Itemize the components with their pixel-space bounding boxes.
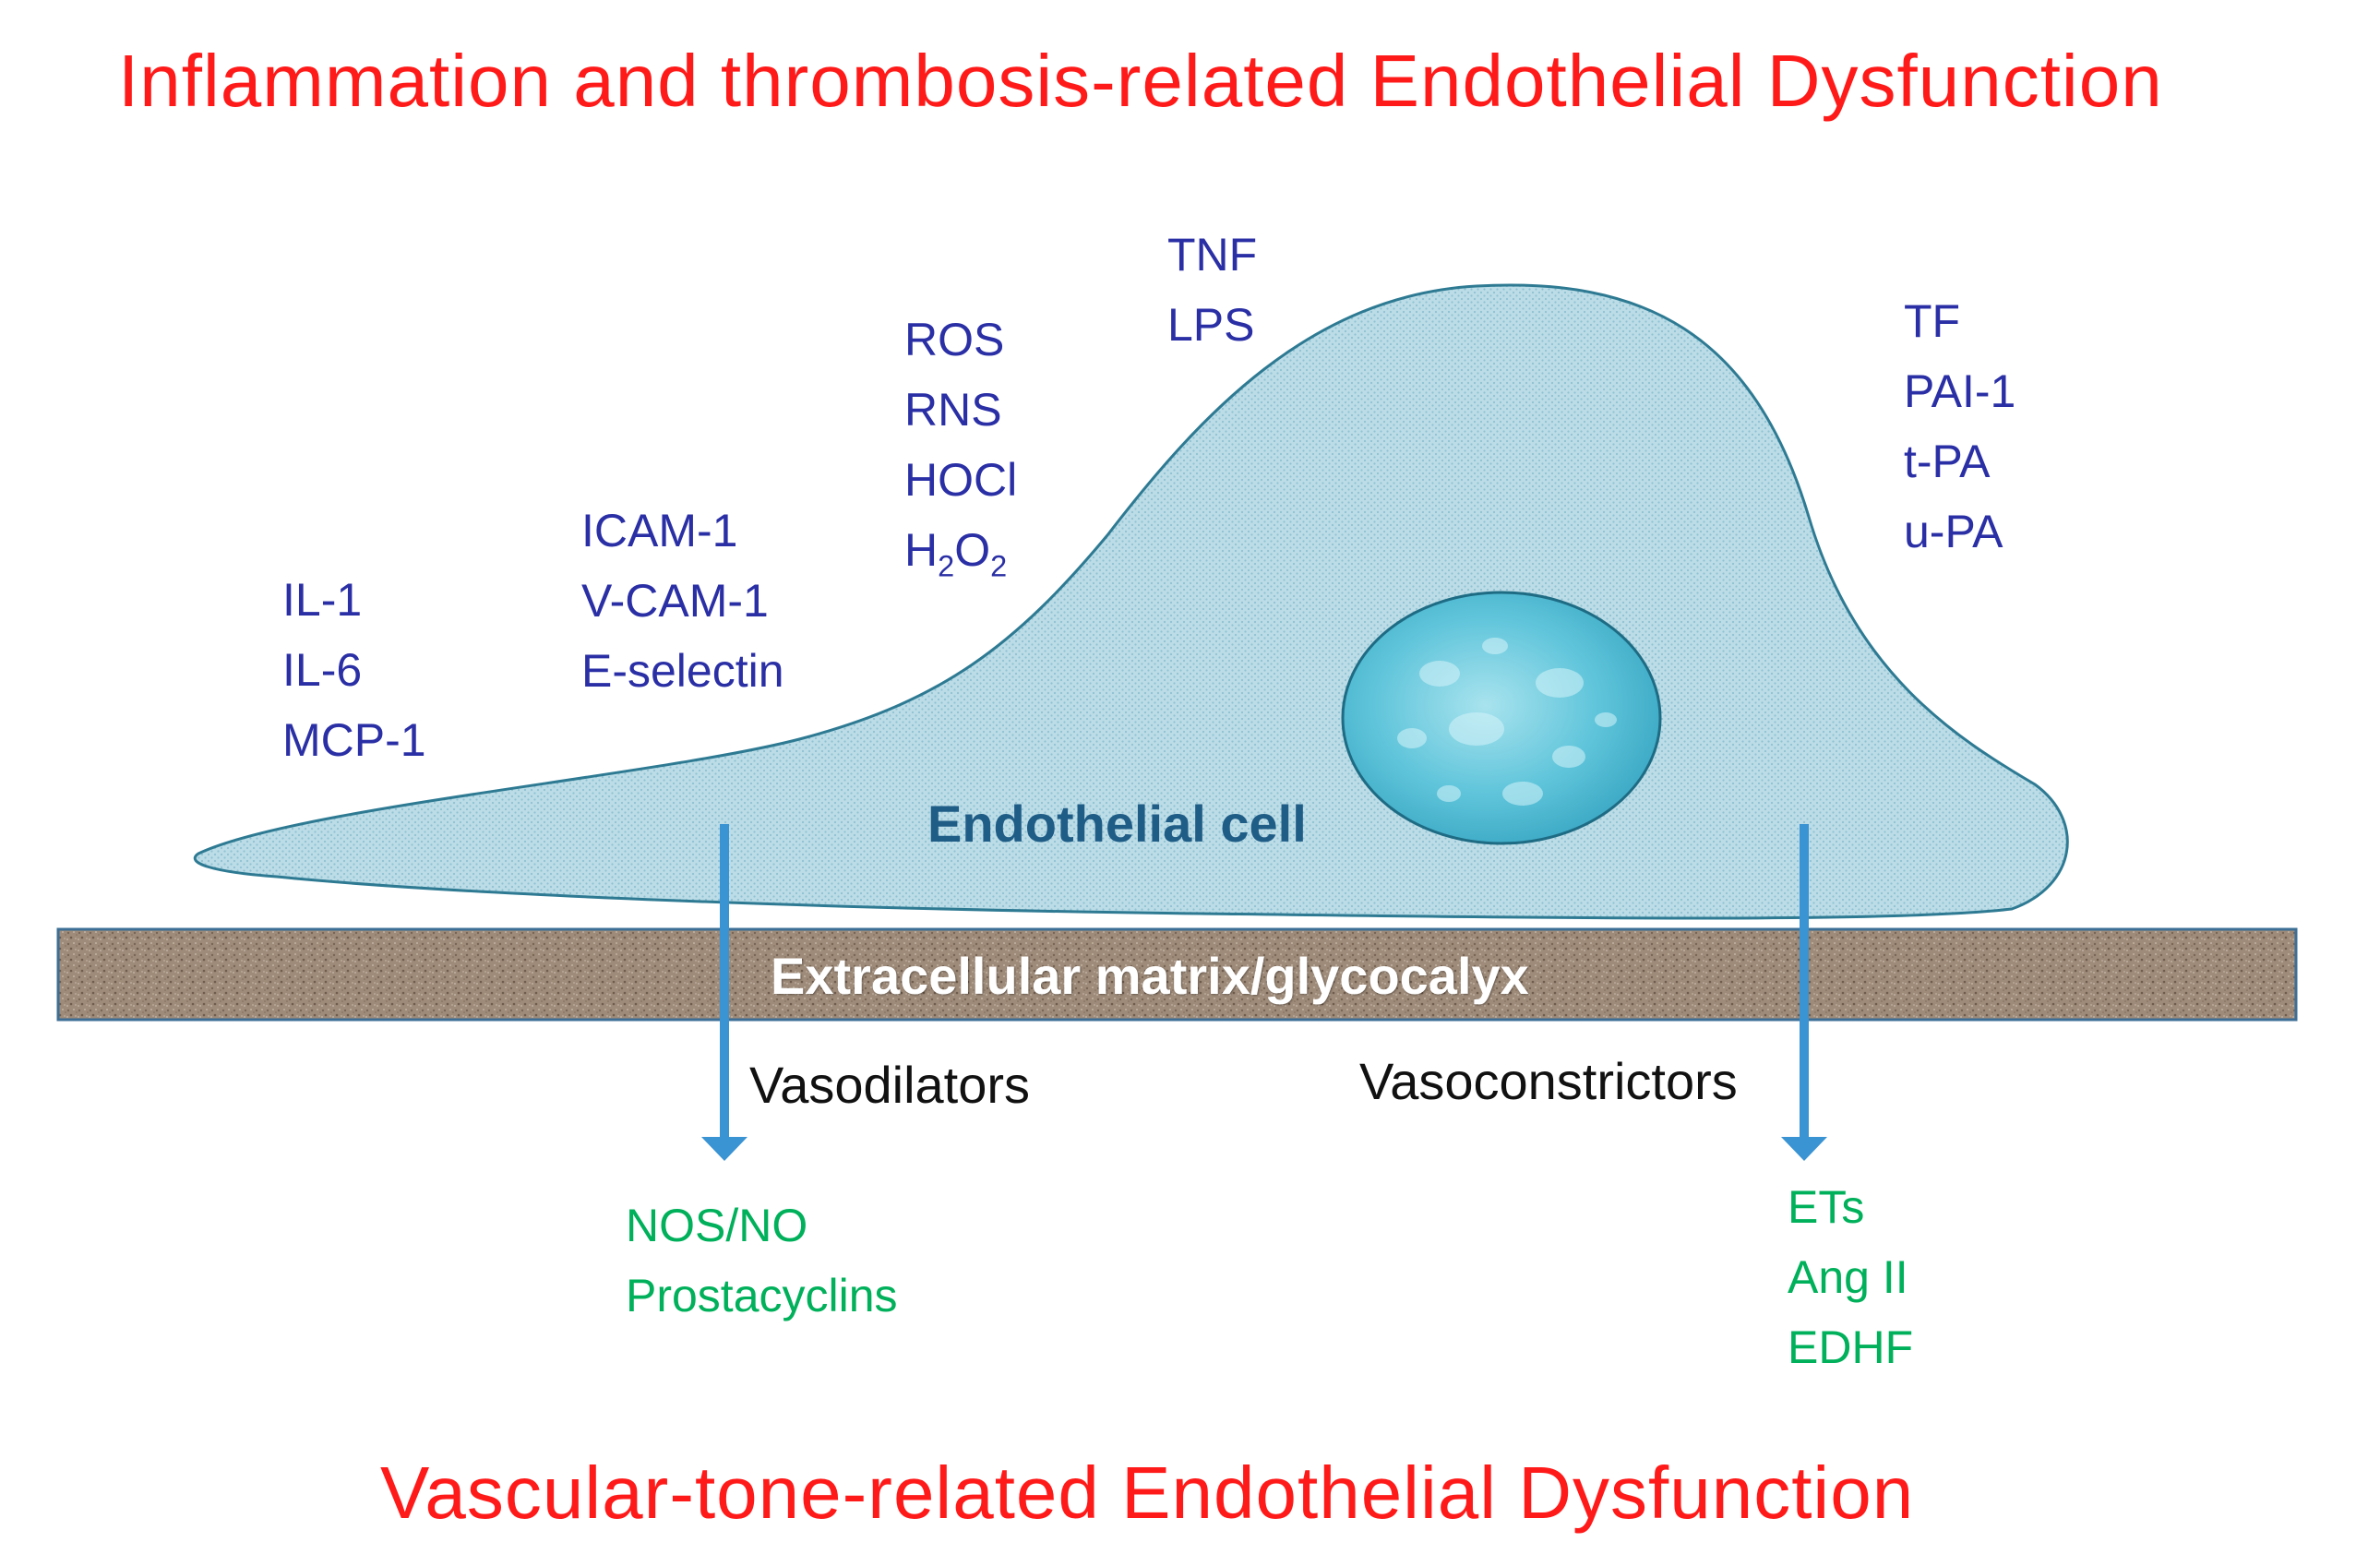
mediator-label: NOS/NO [626,1200,808,1251]
oxidative-species-list: ROS RNS HOCl H2O2 [904,305,1017,585]
mediator-label: RNS [904,384,1002,436]
mediator-label: TNF [1167,229,1258,281]
mediator-label: MCP-1 [282,714,426,766]
inflammatory-trigger-list: TNF LPS [1167,220,1257,360]
mediator-label: PAI-1 [1904,365,2016,417]
mediator-label: Prostacyclins [626,1270,898,1321]
adhesion-molecule-list: ICAM-1 V-CAM-1 E-selectin [581,496,784,706]
cytokine-list: IL-1 IL-6 MCP-1 [282,565,426,775]
mediator-label: TF [1904,295,1961,347]
vasodilator-list: NOS/NO Prostacyclins [626,1190,898,1331]
vasodilators-arrowhead [701,1137,747,1161]
mediator-label: ROS [904,314,1005,365]
vasodilators-label: Vasodilators [749,1056,1031,1114]
bottom-title: Vascular-tone-related Endothelial Dysfun… [380,1452,1915,1534]
vasoconstrictor-list: ETs Ang II EDHF [1788,1172,1913,1382]
mediator-label: ICAM-1 [581,505,738,556]
mediator-label: HOCl [904,454,1018,506]
vasoconstrictors-arrowhead [1781,1137,1827,1161]
endothelial-cell-label: Endothelial cell [927,795,1307,853]
vasoconstrictors-label: Vasoconstrictors [1359,1052,1738,1110]
nucleus-texture [1397,638,1617,806]
extracellular-matrix-label: Extracellular matrix/glycocalyx [771,947,1529,1005]
mediator-label: E-selectin [581,645,784,697]
mediator-label: IL-1 [282,574,363,626]
h2o2-label: H2O2 [904,524,1008,583]
mediator-label: u-PA [1904,506,2003,557]
extracellular-matrix-band [56,927,2298,1022]
nucleus [1341,591,1662,845]
mediator-label: IL-6 [282,644,363,696]
top-title: Inflammation and thrombosis-related Endo… [118,40,2163,122]
mediator-label: EDHF [1788,1321,1914,1373]
mediator-label: LPS [1167,299,1255,351]
thrombosis-factor-list: TF PAI-1 t-PA u-PA [1904,286,2015,567]
mediator-label: t-PA [1904,436,1991,487]
mediator-label: ETs [1788,1181,1865,1233]
mediator-label: V-CAM-1 [581,575,769,627]
mediator-label: Ang II [1788,1251,1908,1303]
